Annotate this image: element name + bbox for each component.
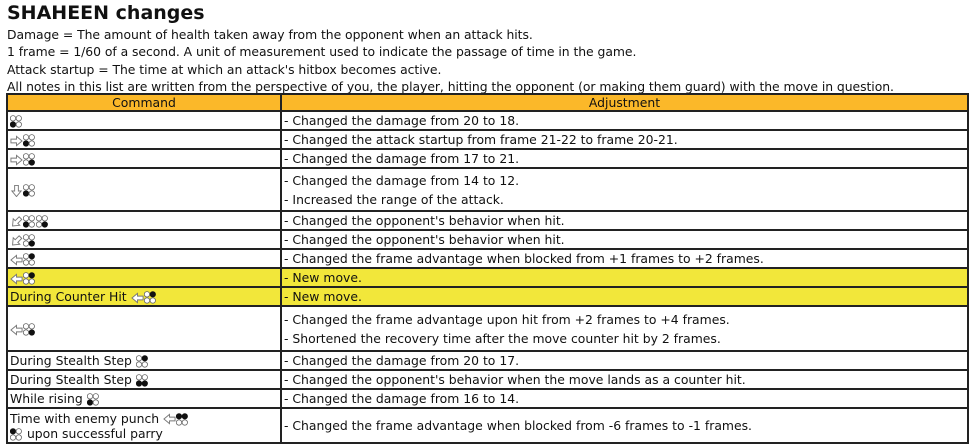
table-row: - Changed the damage from 20 to 18.	[6, 110, 969, 131]
adjustment-text: - Changed the opponent's behavior when t…	[284, 372, 746, 387]
button-2-icon	[23, 272, 35, 285]
adjustment-text: - Changed the frame advantage upon hit f…	[284, 311, 730, 327]
note-perspective: All notes in this list are written from …	[7, 78, 894, 94]
table-row: While rising - Changed the damage from 1…	[6, 388, 969, 409]
adjustment-text: - Changed the damage from 20 to 17.	[284, 353, 520, 368]
button-3-icon	[23, 215, 35, 228]
command-text: During Counter Hit	[10, 289, 131, 304]
page-title: SHAHEEN changes	[7, 2, 205, 24]
adjustment-text: - Changed the opponent's behavior when h…	[284, 232, 565, 247]
table-row: - Changed the opponent's behavior when h…	[6, 210, 969, 231]
button-1-2-icon	[176, 412, 189, 426]
adjustment-text: - Changed the frame advantage when block…	[284, 418, 752, 433]
table-row: - Changed the damage from 14 to 12. - Inc…	[6, 167, 969, 212]
header: SHAHEEN changes Damage = The amount of h…	[7, 0, 894, 95]
adjustment-cell: - Changed the damage from 20 to 17.	[280, 350, 969, 371]
command-cell	[6, 305, 282, 352]
adjustment-cell: - Changed the damage from 14 to 12. - Inc…	[280, 167, 969, 212]
adjustment-cell: - Changed the frame advantage upon hit f…	[280, 305, 969, 352]
command-text: While rising	[10, 391, 87, 406]
arrow-left-icon	[130, 291, 144, 304]
adjustment-cell: - Changed the opponent's behavior when t…	[280, 369, 969, 390]
command-text: During Stealth Step	[10, 353, 136, 368]
arrow-left-icon	[163, 413, 176, 425]
command-cell: While rising	[6, 388, 282, 409]
command-cell: During Counter Hit	[6, 286, 282, 307]
command-text: Time with enemy punch	[10, 410, 164, 426]
table-row: - Changed the damage from 17 to 21.	[6, 148, 969, 169]
adjustment-cell: - Changed the damage from 16 to 14.	[280, 388, 969, 409]
command-cell	[6, 110, 282, 131]
button-3-icon	[23, 184, 35, 197]
button-1-icon	[10, 427, 22, 441]
table-row: - Changed the frame advantage when block…	[6, 248, 969, 269]
arrow-right-icon	[10, 153, 23, 166]
command-cell	[6, 229, 282, 250]
button-3-4-icon	[135, 374, 148, 387]
adjustment-text: - Changed the opponent's behavior when h…	[284, 213, 565, 228]
button-4-icon	[23, 234, 35, 247]
column-header-command: Command	[6, 93, 282, 112]
table-row: Time with enemy punch upon successful pa…	[6, 407, 969, 444]
column-header-adjustment: Adjustment	[280, 93, 969, 112]
arrow-left-icon	[10, 253, 23, 266]
note-damage: Damage = The amount of health taken away…	[7, 27, 533, 42]
command-text: upon successful parry	[23, 425, 163, 441]
adjustment-cell: - Changed the damage from 20 to 18.	[280, 110, 969, 131]
command-cell: During Stealth Step	[6, 369, 282, 390]
table-row: - New move.	[6, 267, 969, 288]
adjustment-text: - Changed the frame advantage when block…	[284, 251, 764, 266]
command-text: During Stealth Step	[10, 372, 136, 387]
button-4-icon	[23, 323, 35, 336]
command-cell	[6, 248, 282, 269]
button-2-icon	[23, 253, 35, 266]
arrow-down-left-icon	[12, 215, 23, 226]
adjustment-cell: - New move.	[280, 267, 969, 288]
adjustment-cell: - Changed the frame advantage when block…	[280, 248, 969, 269]
button-2-icon	[135, 355, 148, 368]
adjustment-cell: - Changed the opponent's behavior when h…	[280, 229, 969, 250]
command-cell	[6, 129, 282, 150]
arrow-right-icon	[10, 134, 23, 147]
button-3-icon	[23, 134, 35, 147]
adjustment-text: - Changed the damage from 20 to 18.	[284, 113, 520, 128]
adjustment-text: - Changed the damage from 16 to 14.	[284, 391, 520, 406]
command-cell	[6, 148, 282, 169]
arrow-down-left-icon	[12, 234, 23, 245]
adjustment-cell: - Changed the attack startup from frame …	[280, 129, 969, 150]
adjustment-text: - Changed the damage from 17 to 21.	[284, 151, 520, 166]
changes-table: Command Adjustment - Changed the damage …	[6, 93, 969, 444]
adjustment-cell: - Changed the damage from 17 to 21.	[280, 148, 969, 169]
adjustment-text: - New move.	[284, 270, 362, 285]
command-cell	[6, 167, 282, 212]
command-cell	[6, 210, 282, 231]
command-cell: During Stealth Step	[6, 350, 282, 371]
arrow-left-icon	[10, 323, 23, 336]
table-row: - Changed the opponent's behavior when h…	[6, 229, 969, 250]
button-3-icon	[86, 393, 99, 406]
adjustment-text: - Increased the range of the attack.	[284, 191, 504, 207]
table-row: During Stealth Step - Changed the oppone…	[6, 369, 969, 390]
note-startup: Attack startup = The time at which an at…	[7, 61, 442, 77]
button-3-icon	[10, 115, 22, 128]
command-cell: Time with enemy punch upon successful pa…	[6, 407, 282, 444]
adjustment-cell: - Changed the opponent's behavior when h…	[280, 210, 969, 231]
button-4-icon	[23, 153, 35, 166]
arrow-down-icon	[10, 184, 23, 197]
button-4-icon	[36, 215, 48, 228]
arrow-left-icon	[10, 272, 23, 285]
command-cell	[6, 267, 282, 288]
table-row: - Changed the frame advantage upon hit f…	[6, 305, 969, 352]
adjustment-cell: - Changed the frame advantage when block…	[280, 407, 969, 444]
button-2-icon	[143, 291, 156, 304]
adjustment-text: - Shortened the recovery time after the …	[284, 330, 721, 346]
table-row: During Stealth Step - Changed the damage…	[6, 350, 969, 371]
note-frame: 1 frame = 1/60 of a second. A unit of me…	[7, 44, 637, 60]
adjustment-text: - Changed the attack startup from frame …	[284, 132, 678, 147]
adjustment-cell: - New move.	[280, 286, 969, 307]
table-row: - Changed the attack startup from frame …	[6, 129, 969, 150]
adjustment-text: - New move.	[284, 289, 362, 304]
adjustment-text: - Changed the damage from 14 to 12.	[284, 172, 520, 188]
table-row: During Counter Hit - New move.	[6, 286, 969, 307]
